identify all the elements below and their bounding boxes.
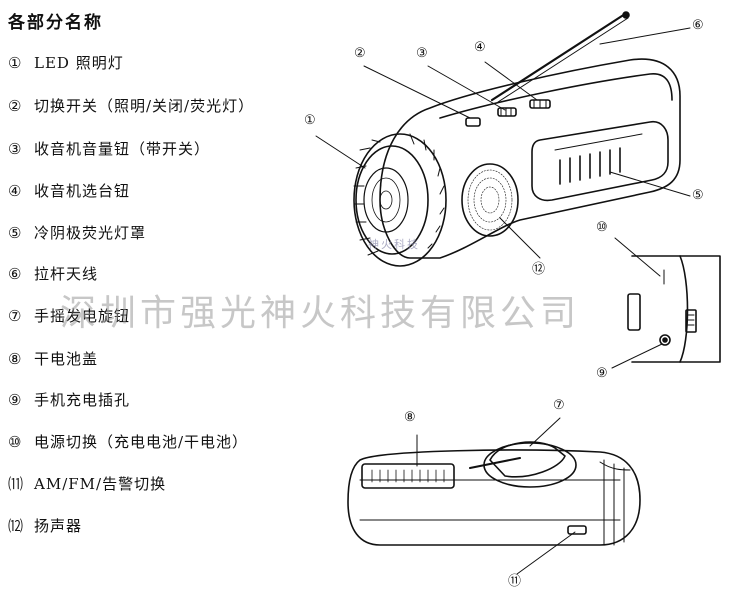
- list-item: ⑨ 手机充电插孔: [8, 389, 130, 410]
- item-number: ⑦: [8, 307, 23, 325]
- item-number: ⑿: [8, 517, 25, 535]
- list-item: ⑦ 手摇发电旋钮: [8, 305, 130, 326]
- bottom-body-view: [347, 441, 641, 546]
- item-number: ①: [8, 54, 23, 72]
- callout-8: ⑧: [404, 410, 416, 425]
- item-label: 手机充电插孔: [34, 391, 131, 409]
- item-label: 电源切换（充电电池/干电池）: [34, 433, 249, 451]
- callout-4: ④: [474, 40, 486, 55]
- list-item: ④ 收音机选台钮: [8, 180, 130, 201]
- item-number: ⑾: [8, 475, 25, 493]
- item-number: ②: [8, 97, 23, 115]
- item-label: 收音机音量钮（带开关）: [34, 140, 211, 158]
- item-number: ⑨: [8, 391, 23, 409]
- item-label: 手摇发电旋钮: [34, 307, 131, 325]
- item-label: LED 照明灯: [34, 54, 124, 72]
- callout-9: ⑨: [596, 366, 608, 381]
- callout-5: ⑤: [692, 188, 704, 203]
- leader-lines: [315, 27, 691, 575]
- side-panel-view: [627, 255, 721, 363]
- item-number: ③: [8, 140, 23, 158]
- callout-7: ⑦: [553, 398, 565, 413]
- item-label: 扬声器: [34, 517, 83, 535]
- item-label: 冷阴极荧光灯罩: [34, 224, 147, 242]
- watermark: 深圳市强光神火科技有限公司: [60, 293, 581, 334]
- item-label: 拉杆天线: [34, 265, 99, 283]
- list-item: ⑧ 干电池盖: [8, 348, 98, 369]
- item-label: 收音机选台钮: [34, 182, 131, 200]
- item-label: 干电池盖: [34, 350, 99, 368]
- callout-3: ③: [416, 46, 428, 61]
- callout-10: ⑩: [596, 220, 608, 235]
- list-item: ⑾ AM/FM/告警切换: [8, 473, 166, 494]
- item-label: AM/FM/告警切换: [34, 475, 167, 493]
- item-number: ④: [8, 182, 23, 200]
- item-label: 切换开关（照明/关闭/荧光灯）: [34, 97, 255, 115]
- page-title: 各部分名称: [8, 13, 103, 33]
- callout-11: ⑪: [508, 574, 522, 589]
- list-item: ⑩ 电源切换（充电电池/干电池）: [8, 431, 248, 452]
- list-item: ② 切换开关（照明/关闭/荧光灯）: [8, 95, 254, 116]
- list-item: ③ 收音机音量钮（带开关）: [8, 138, 210, 159]
- callout-2: ②: [354, 46, 366, 61]
- main-body-view: [353, 11, 681, 267]
- callout-1: ①: [304, 113, 316, 128]
- callout-6: ⑥: [692, 18, 704, 33]
- item-number: ⑥: [8, 265, 23, 283]
- list-item: ⑤ 冷阴极荧光灯罩: [8, 222, 146, 243]
- callout-12: ⑫: [532, 262, 546, 277]
- list-item: ⑿ 扬声器: [8, 515, 82, 536]
- list-item: ⑥ 拉杆天线: [8, 263, 98, 284]
- faint-mark: 神火科技: [368, 238, 420, 251]
- item-number: ⑩: [8, 433, 23, 451]
- list-item: ① LED 照明灯: [8, 52, 124, 73]
- item-number: ⑤: [8, 224, 23, 242]
- item-number: ⑧: [8, 350, 23, 368]
